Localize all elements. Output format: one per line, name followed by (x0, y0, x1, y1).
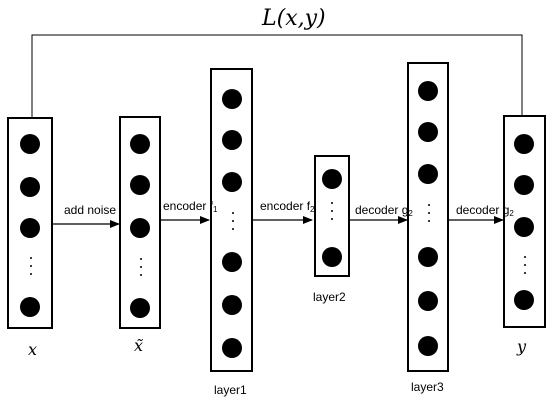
layer-label-layer1: layer1 (214, 383, 247, 397)
neuron-node (222, 130, 242, 150)
loss-label: L(x,y) (262, 6, 326, 31)
neuron-node (322, 247, 342, 267)
neuron-node (322, 169, 342, 189)
edge-label-text: decoder g (456, 203, 510, 217)
neuron-node (20, 297, 40, 317)
layer-label-x: x (28, 340, 38, 359)
edge-label-encoder-f1: encoder f1 (163, 199, 218, 214)
edge-label-subscript: 2 (408, 209, 413, 218)
neuron-node (418, 164, 438, 184)
loss-connector-line (31, 34, 523, 118)
edge-label-text: add noise (64, 203, 117, 217)
edge-label-text: encoder f (163, 199, 214, 213)
edge-label-decoder-g2: decoder g2 (355, 203, 413, 218)
ellipsis-dots (30, 257, 32, 281)
neuron-node (222, 89, 242, 109)
output-layer-y (503, 115, 546, 328)
layer-label-layer3: layer3 (411, 380, 444, 394)
layer-label-x-tilde: x̃ (134, 336, 144, 355)
neuron-node (130, 218, 150, 238)
ellipsis-dots (140, 258, 142, 282)
neuron-node (514, 134, 534, 154)
neuron-node (418, 122, 438, 142)
neuron-node (418, 291, 438, 311)
neuron-node (418, 336, 438, 356)
edge-label-subscript: 2 (509, 209, 514, 218)
edge-label-subscript: 1 (213, 205, 218, 214)
neuron-node (514, 217, 534, 237)
hidden-layer-1 (210, 68, 253, 372)
edge-label-encoder-f2: encoder f2 (260, 199, 315, 214)
edge-label-subscript: 2 (310, 205, 315, 214)
edge-label-text: encoder f (260, 199, 311, 213)
neuron-node (130, 134, 150, 154)
hidden-layer-2 (314, 155, 350, 277)
neuron-node (222, 338, 242, 358)
edge-label-text: decoder g (355, 203, 409, 217)
neuron-node (20, 218, 40, 238)
neuron-node (418, 247, 438, 267)
neuron-node (222, 295, 242, 315)
neuron-node (418, 81, 438, 101)
neuron-node (514, 175, 534, 195)
neuron-node (130, 175, 150, 195)
edge-label-decoder-g2-output: decoder g2 (456, 203, 514, 218)
hidden-layer-3 (407, 62, 449, 372)
ellipsis-dots (331, 202, 333, 226)
input-layer-x (7, 117, 53, 329)
neuron-node (514, 290, 534, 310)
neuron-node (20, 177, 40, 197)
neuron-node (130, 298, 150, 318)
corrupted-input-layer (119, 116, 161, 329)
ellipsis-dots (428, 204, 430, 228)
ellipsis-dots (524, 256, 526, 280)
neuron-node (222, 172, 242, 192)
neuron-node (222, 252, 242, 272)
edge-label-add-noise: add noise (64, 203, 116, 218)
layer-label-y: y (517, 337, 527, 356)
ellipsis-dots (232, 212, 234, 236)
layer-label-layer2: layer2 (313, 290, 346, 304)
neuron-node (20, 134, 40, 154)
